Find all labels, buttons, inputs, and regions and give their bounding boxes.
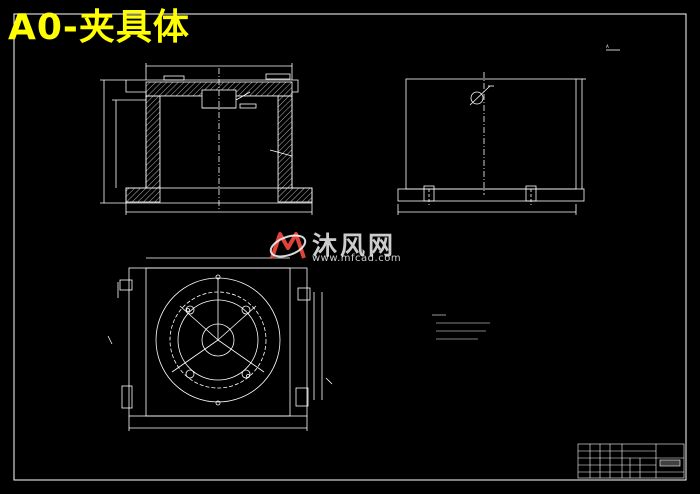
watermark-url: www.mfcad.com	[312, 253, 402, 264]
watermark: 沐风网 www.mfcad.com	[268, 226, 438, 266]
side-view: A	[397, 44, 620, 215]
tech-notes	[432, 314, 490, 340]
plan-view	[107, 257, 333, 431]
title-block	[577, 443, 685, 479]
svg-text:A: A	[606, 44, 609, 49]
drawing-title: A0-夹具体	[8, 7, 190, 48]
front-section-view	[100, 63, 313, 215]
watermark-name: 沐风网	[312, 231, 397, 260]
drawing-border	[13, 13, 687, 481]
mfcad-logo-icon	[269, 232, 307, 259]
